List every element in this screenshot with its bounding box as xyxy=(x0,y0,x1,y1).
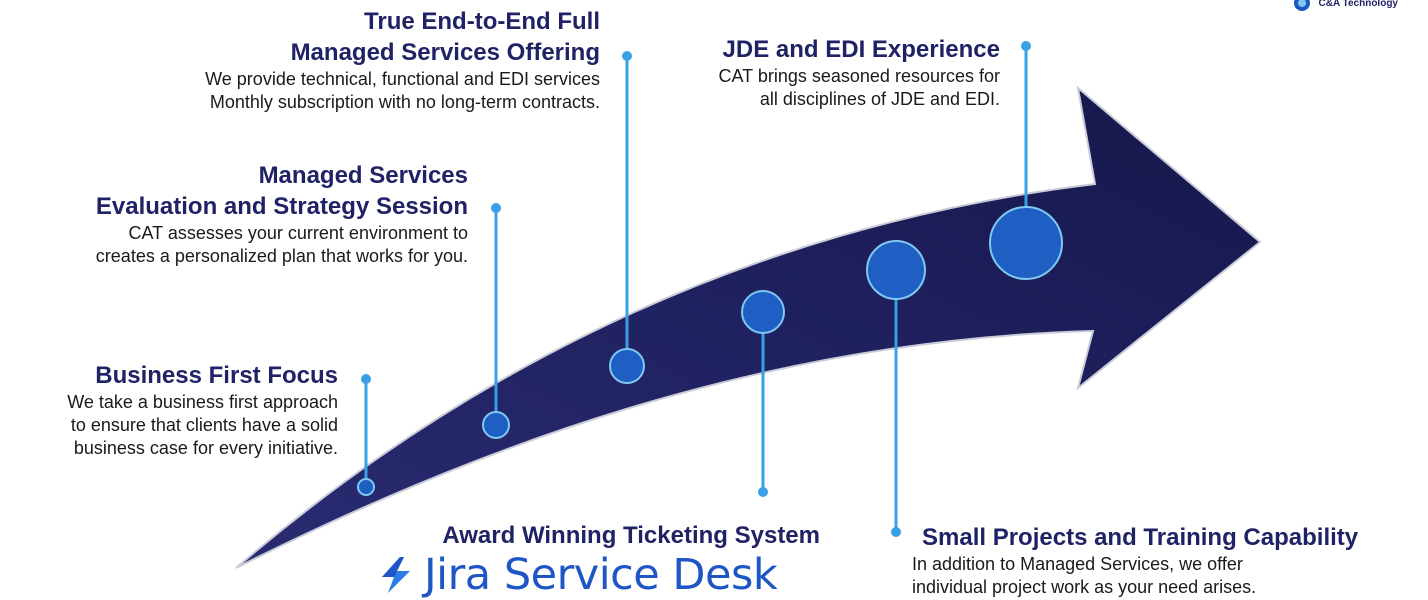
milestone-business: Business First Focus We take a business … xyxy=(0,360,338,460)
milestone-jira: Award Winning Ticketing System xyxy=(380,520,820,551)
business-desc-line-3: business case for every initiative. xyxy=(73,438,338,458)
dot-projects xyxy=(891,527,901,537)
milestone-jde: JDE and EDI Experience CAT brings season… xyxy=(560,34,1000,111)
business-desc-line-1: We take a business first approach xyxy=(67,392,338,412)
jde-title: JDE and EDI Experience xyxy=(722,36,1000,63)
offering-desc-line-2: Monthly subscription with no long-term c… xyxy=(209,92,600,112)
projects-desc-line-2: individual project work as your need ari… xyxy=(912,577,1257,597)
projects-title: Small Projects and Training Capability xyxy=(922,524,1359,551)
jde-desc-line-1: CAT brings seasoned resources for xyxy=(718,66,1000,86)
dot-strategy xyxy=(491,203,501,213)
offering-title-line-2: Managed Services Offering xyxy=(290,39,600,66)
dot-jde xyxy=(1021,41,1031,51)
strategy-title-line-1: Managed Services xyxy=(258,162,468,189)
strategy-desc-line-1: CAT assesses your current environment to xyxy=(128,223,468,243)
dot-offering xyxy=(622,51,632,61)
offering-desc-line-1: We provide technical, functional and EDI… xyxy=(205,69,600,89)
business-desc-line-2: to ensure that clients have a solid xyxy=(70,415,338,435)
node-jde xyxy=(989,206,1063,280)
milestone-offering: True End-to-End Full Managed Services Of… xyxy=(60,6,600,114)
node-business xyxy=(357,478,375,496)
milestone-projects: Small Projects and Training Capability I… xyxy=(912,522,1422,599)
brand-mark-icon xyxy=(1293,0,1310,11)
node-offering xyxy=(609,348,645,384)
dot-business xyxy=(361,374,371,384)
milestone-strategy: Managed Services Evaluation and Strategy… xyxy=(0,160,468,268)
jde-desc-line-2: all disciplines of JDE and EDI. xyxy=(759,89,1000,109)
brand-corner-logo: C&A Technology xyxy=(1291,0,1398,12)
node-strategy xyxy=(482,411,510,439)
jira-title: Award Winning Ticketing System xyxy=(442,522,820,549)
connector-dots xyxy=(361,41,1031,537)
milestone-nodes xyxy=(357,206,1063,496)
dot-jira xyxy=(758,487,768,497)
strategy-desc-line-2: creates a personalized plan that works f… xyxy=(95,246,468,266)
lightning-bolt-icon xyxy=(382,557,410,593)
projects-desc-line-1: In addition to Managed Services, we offe… xyxy=(912,554,1243,574)
brand-corner-text: C&A Technology xyxy=(1318,0,1398,9)
node-projects xyxy=(866,240,926,300)
business-title: Business First Focus xyxy=(95,362,338,389)
offering-title-line-1: True End-to-End Full xyxy=(364,8,600,35)
jira-service-desk-logo: Jira Service Desk xyxy=(376,550,778,600)
connector-lines xyxy=(364,46,1028,532)
strategy-title-line-2: Evaluation and Strategy Session xyxy=(95,193,468,220)
jira-logo-text: Jira Service Desk xyxy=(424,550,778,600)
node-jira xyxy=(741,290,785,334)
